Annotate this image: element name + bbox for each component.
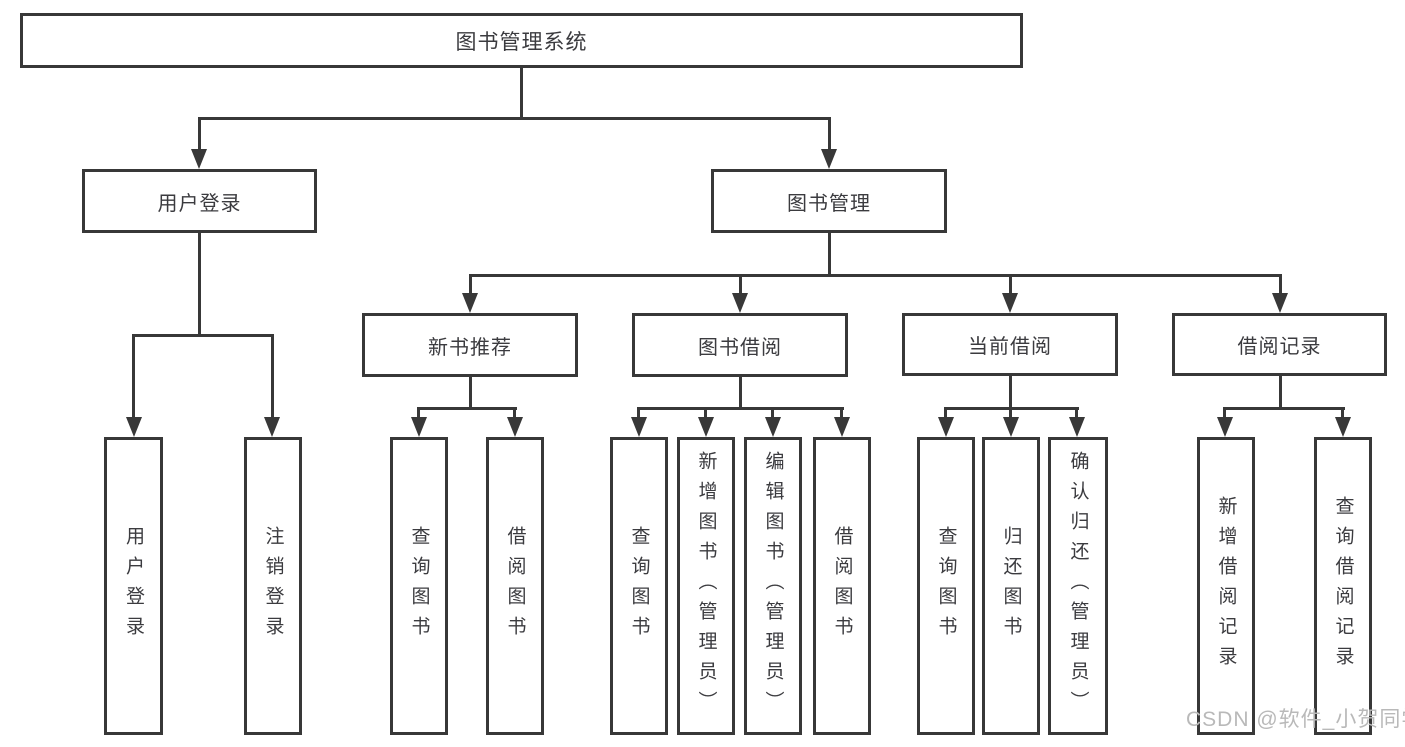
connector-line (1279, 375, 1282, 410)
connector-line (418, 407, 517, 410)
node-label: 当前借阅 (968, 336, 1052, 358)
arrow-down-icon (264, 417, 280, 437)
node-label: 图书借阅 (698, 336, 782, 359)
arrow-down-icon (1002, 293, 1018, 313)
node-label: 图书管理系统 (455, 30, 588, 54)
arrow-down-icon (765, 417, 781, 437)
node-label: 归还图书 (1000, 526, 1022, 646)
connector-line (1009, 407, 1012, 421)
node-label: 图书管理 (787, 192, 871, 215)
node-user-login-leaf: 用户登录 (104, 437, 163, 735)
connector-line (132, 334, 274, 337)
connector-line (828, 117, 831, 153)
node-label: 借阅记录 (1237, 336, 1322, 358)
connector-line (840, 407, 843, 421)
node-new-book-recommend: 新书推荐 (362, 313, 578, 377)
arrow-down-icon (191, 149, 207, 169)
node-current-borrowing: 当前借阅 (902, 313, 1118, 376)
node-label: 借阅图书 (504, 526, 526, 646)
node-label: 新书推荐 (428, 336, 512, 359)
connector-line (469, 274, 1282, 277)
node-label: 用户登录 (123, 526, 144, 646)
node-label: 用户登录 (157, 192, 242, 215)
arrow-down-icon (821, 149, 837, 169)
connector-line (513, 407, 516, 421)
node-label: 查询图书 (628, 526, 650, 646)
connector-line (1279, 274, 1282, 295)
connector-line (198, 117, 201, 153)
connector-line (1009, 375, 1012, 410)
node-label: 查询借阅记录 (1332, 496, 1354, 676)
node-label: 借阅图书 (831, 526, 853, 646)
node-borrow-books-2: 借阅图书 (813, 437, 871, 735)
watermark: CSDN @软件_小贺同学 (1186, 708, 1405, 731)
connector-line (132, 334, 135, 419)
node-query-books-3: 查询图书 (917, 437, 975, 735)
node-label: 新增图书（管理员） (695, 451, 717, 721)
connector-line (704, 407, 707, 421)
node-borrowing-records: 借阅记录 (1172, 313, 1387, 376)
connector-line (417, 407, 420, 421)
connector-line (739, 274, 742, 295)
arrow-down-icon (1003, 417, 1019, 437)
node-book-management: 图书管理 (711, 169, 947, 233)
connector-line (944, 407, 947, 421)
arrow-down-icon (1272, 293, 1288, 313)
connector-line (198, 233, 201, 335)
connector-line (1009, 274, 1012, 295)
arrow-down-icon (631, 417, 647, 437)
arrow-down-icon (411, 417, 427, 437)
arrow-down-icon (462, 293, 478, 313)
node-borrow-books-1: 借阅图书 (486, 437, 544, 735)
node-book-borrowing: 图书借阅 (632, 313, 848, 377)
connector-line (1341, 407, 1344, 421)
connector-line (198, 117, 831, 120)
connector-line (828, 233, 831, 277)
node-edit-books-admin: 编辑图书（管理员） (744, 437, 802, 735)
node-query-books-2: 查询图书 (610, 437, 668, 735)
connector-line (469, 274, 472, 295)
node-logout: 注销登录 (244, 437, 302, 735)
arrow-down-icon (1217, 417, 1233, 437)
connector-line (771, 407, 774, 421)
connector-line (1224, 407, 1345, 410)
node-label: 编辑图书（管理员） (762, 451, 784, 721)
arrow-down-icon (126, 417, 142, 437)
node-label: 新增借阅记录 (1215, 496, 1237, 676)
node-library-management-system: 图书管理系统 (20, 13, 1023, 68)
node-label: 注销登录 (262, 526, 284, 646)
connector-line (271, 334, 274, 419)
connector-line (945, 407, 1079, 410)
node-label: 查询图书 (408, 526, 430, 646)
node-label: 查询图书 (935, 526, 957, 646)
arrow-down-icon (938, 417, 954, 437)
connector-line (638, 407, 844, 410)
arrow-down-icon (732, 293, 748, 313)
node-add-borrow-record: 新增借阅记录 (1197, 437, 1255, 735)
connector-line (469, 376, 472, 410)
node-label: 确认归还（管理员） (1067, 451, 1089, 721)
connector-line (1223, 407, 1226, 421)
arrow-down-icon (698, 417, 714, 437)
arrow-down-icon (507, 417, 523, 437)
arrow-down-icon (1335, 417, 1351, 437)
arrow-down-icon (834, 417, 850, 437)
node-add-books-admin: 新增图书（管理员） (677, 437, 735, 735)
node-query-borrow-record: 查询借阅记录 (1314, 437, 1372, 735)
node-return-books: 归还图书 (982, 437, 1040, 735)
node-query-books-1: 查询图书 (390, 437, 448, 735)
arrow-down-icon (1069, 417, 1085, 437)
node-confirm-return-admin: 确认归还（管理员） (1048, 437, 1108, 735)
connector-line (739, 376, 742, 410)
connector-line (637, 407, 640, 421)
node-user-login: 用户登录 (82, 169, 317, 233)
connector-line (520, 68, 523, 118)
connector-line (1075, 407, 1078, 421)
